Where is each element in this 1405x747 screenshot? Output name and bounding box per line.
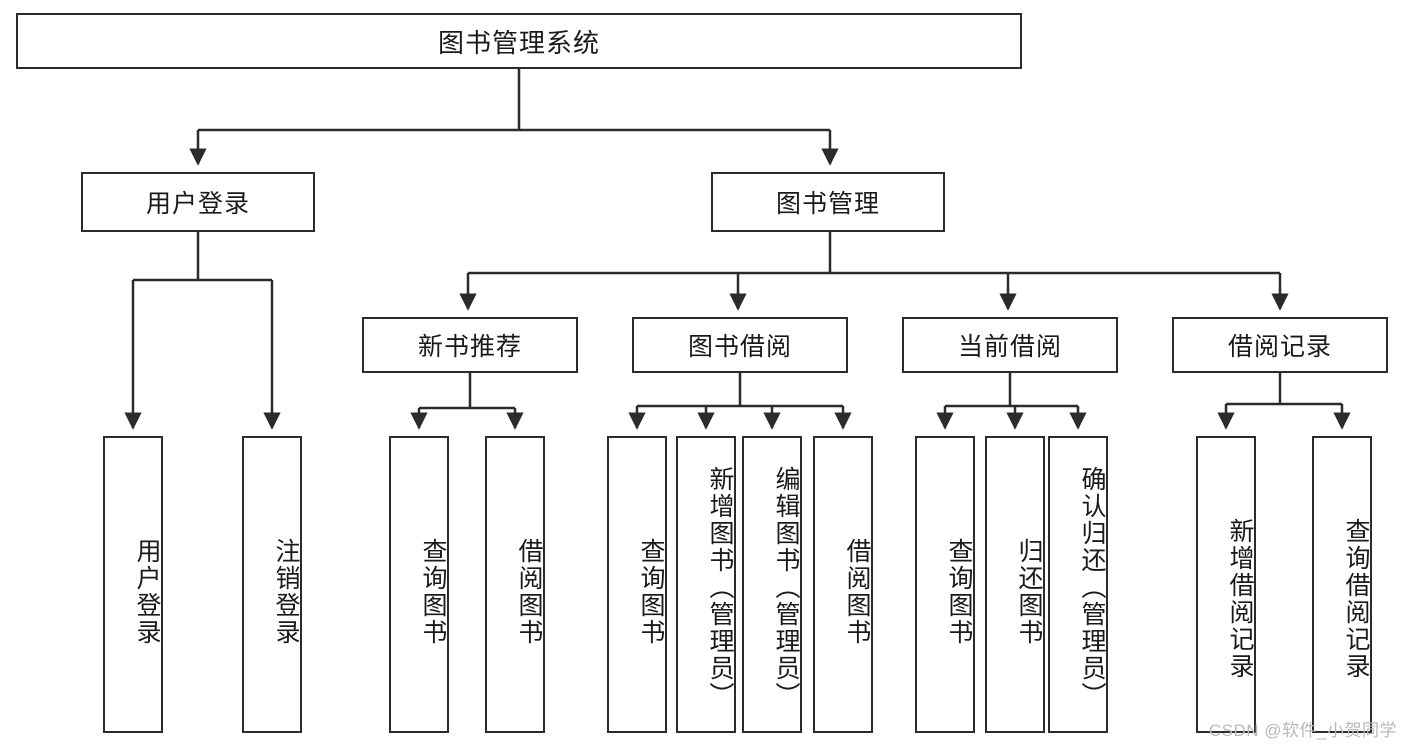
node-root[interactable]: 图书管理系统 xyxy=(16,13,1022,69)
node-leaf-query-record-label: 查询借阅记录 xyxy=(1342,517,1370,680)
node-leaf-logout-label: 注销登录 xyxy=(272,537,300,646)
node-leaf-query-book-2-label: 查询图书 xyxy=(637,537,665,646)
node-user-login[interactable]: 用户登录 xyxy=(81,172,315,232)
node-leaf-edit-book[interactable]: 编辑图书（管理员） xyxy=(742,436,802,733)
node-borrow-record[interactable]: 借阅记录 xyxy=(1172,317,1388,373)
node-leaf-query-record[interactable]: 查询借阅记录 xyxy=(1312,436,1372,733)
node-current-borrow[interactable]: 当前借阅 xyxy=(902,317,1118,373)
node-leaf-query-book-1-label: 查询图书 xyxy=(419,537,447,646)
node-leaf-add-book[interactable]: 新增图书（管理员） xyxy=(676,436,736,733)
node-current-borrow-label: 当前借阅 xyxy=(957,333,1062,361)
node-leaf-borrow-book-2-label: 借阅图书 xyxy=(843,537,871,646)
csdn-watermark: CSDN @软件_小贺同学 xyxy=(1208,721,1397,740)
node-leaf-edit-book-label: 编辑图书（管理员） xyxy=(772,466,800,709)
node-book-manage-label: 图书管理 xyxy=(775,190,880,218)
node-leaf-confirm-return-label: 确认归还（管理员） xyxy=(1078,466,1106,709)
node-book-borrow[interactable]: 图书借阅 xyxy=(632,317,848,373)
node-book-manage[interactable]: 图书管理 xyxy=(711,172,945,232)
node-leaf-query-book-1[interactable]: 查询图书 xyxy=(389,436,449,733)
node-leaf-confirm-return[interactable]: 确认归还（管理员） xyxy=(1048,436,1108,733)
node-leaf-query-book-3-label: 查询图书 xyxy=(945,537,973,646)
node-new-book-rec[interactable]: 新书推荐 xyxy=(362,317,578,373)
node-leaf-return-book-label: 归还图书 xyxy=(1015,537,1043,646)
node-leaf-borrow-book-1[interactable]: 借阅图书 xyxy=(485,436,545,733)
node-leaf-query-book-3[interactable]: 查询图书 xyxy=(915,436,975,733)
node-leaf-user-login-label: 用户登录 xyxy=(133,537,161,646)
node-user-login-label: 用户登录 xyxy=(145,190,250,218)
node-leaf-logout[interactable]: 注销登录 xyxy=(242,436,302,733)
node-leaf-borrow-book-2[interactable]: 借阅图书 xyxy=(813,436,873,733)
node-root-label: 图书管理系统 xyxy=(437,27,600,58)
node-leaf-borrow-book-1-label: 借阅图书 xyxy=(515,537,543,646)
node-book-borrow-label: 图书借阅 xyxy=(687,333,792,361)
node-leaf-return-book[interactable]: 归还图书 xyxy=(985,436,1045,733)
node-new-book-rec-label: 新书推荐 xyxy=(417,333,522,361)
node-leaf-query-book-2[interactable]: 查询图书 xyxy=(607,436,667,733)
node-leaf-add-record-label: 新增借阅记录 xyxy=(1226,517,1254,680)
node-leaf-add-book-label: 新增图书（管理员） xyxy=(706,466,734,709)
node-borrow-record-label: 借阅记录 xyxy=(1227,333,1332,361)
node-leaf-add-record[interactable]: 新增借阅记录 xyxy=(1196,436,1256,733)
node-leaf-user-login[interactable]: 用户登录 xyxy=(103,436,163,733)
